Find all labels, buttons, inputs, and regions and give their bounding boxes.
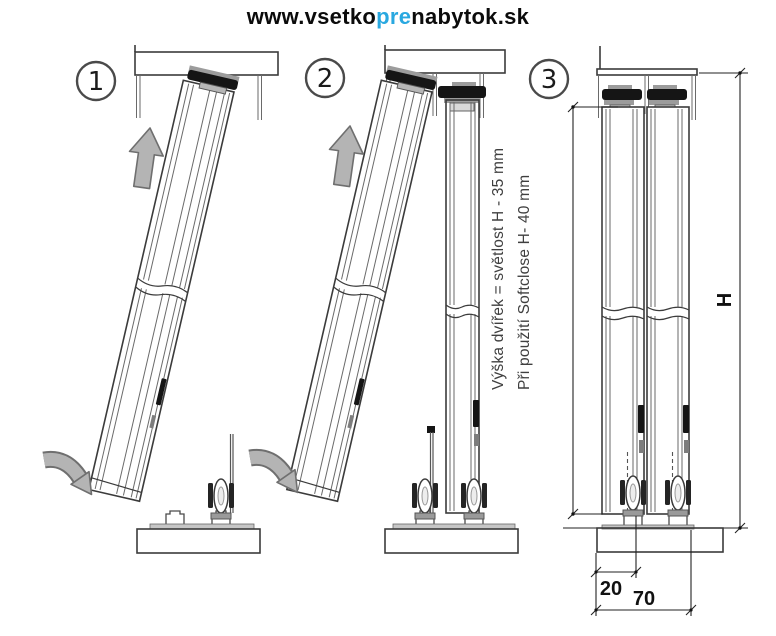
step-2-bottom-track — [384, 426, 519, 554]
diagram-step-3: 3 — [528, 46, 748, 616]
door-handle — [473, 400, 479, 427]
title-prefix: www.vsetko — [246, 4, 377, 29]
step-3-front-door — [601, 84, 645, 515]
diagram-step-2: 2 — [250, 45, 533, 554]
softclose-note: Při použití Softclose H- 40 mm — [516, 175, 533, 390]
step-1-badge: 1 — [75, 60, 117, 102]
back-bottom-roller — [460, 478, 488, 520]
bottom-roller — [207, 478, 235, 520]
height-H-label: H — [714, 293, 736, 307]
step-2-number: 2 — [317, 64, 334, 94]
site-title: www.vsetkoprenabytok.sk — [0, 4, 776, 30]
height-H-dimension: H — [699, 67, 748, 534]
bottom-board — [596, 527, 724, 553]
title-suffix: nabytok.sk — [411, 4, 530, 29]
step-2-tilt-down-arrow-icon — [250, 457, 298, 492]
step-3-number: 3 — [541, 65, 558, 95]
back-rail-offset-label: 70 — [633, 588, 655, 610]
back-bottom-roller — [664, 475, 692, 517]
bottom-board — [136, 528, 261, 554]
step-1-door-panel-tilted — [88, 63, 241, 503]
step-3-badge: 3 — [528, 58, 570, 100]
bottom-board — [384, 528, 519, 554]
step-3-bottom-track — [563, 452, 748, 553]
step-2-badge: 2 — [304, 57, 346, 99]
step-1-bottom-track — [136, 434, 261, 554]
front-rail-offset-label: 20 — [600, 578, 622, 600]
title-highlight: pre — [376, 4, 412, 29]
step-1-tilt-down-arrow-icon — [44, 459, 92, 494]
step-2-door-panel-tilted — [286, 63, 439, 503]
diagram-step-1: 1 — [44, 45, 279, 554]
rail-offset-dimensions: 20 70 — [590, 516, 697, 616]
step-3-back-door — [646, 84, 690, 515]
front-rail — [165, 510, 185, 525]
door-height-dimension — [567, 101, 618, 520]
step-2-installed-door — [438, 82, 486, 514]
step-1-number: 1 — [88, 67, 105, 97]
door-height-note: Výška dvířek = světlost H - 35 mm — [490, 148, 507, 390]
top-roller — [438, 86, 486, 98]
front-bottom-roller — [619, 475, 647, 517]
step-3-top-track — [596, 46, 698, 120]
front-bottom-roller — [411, 478, 439, 520]
